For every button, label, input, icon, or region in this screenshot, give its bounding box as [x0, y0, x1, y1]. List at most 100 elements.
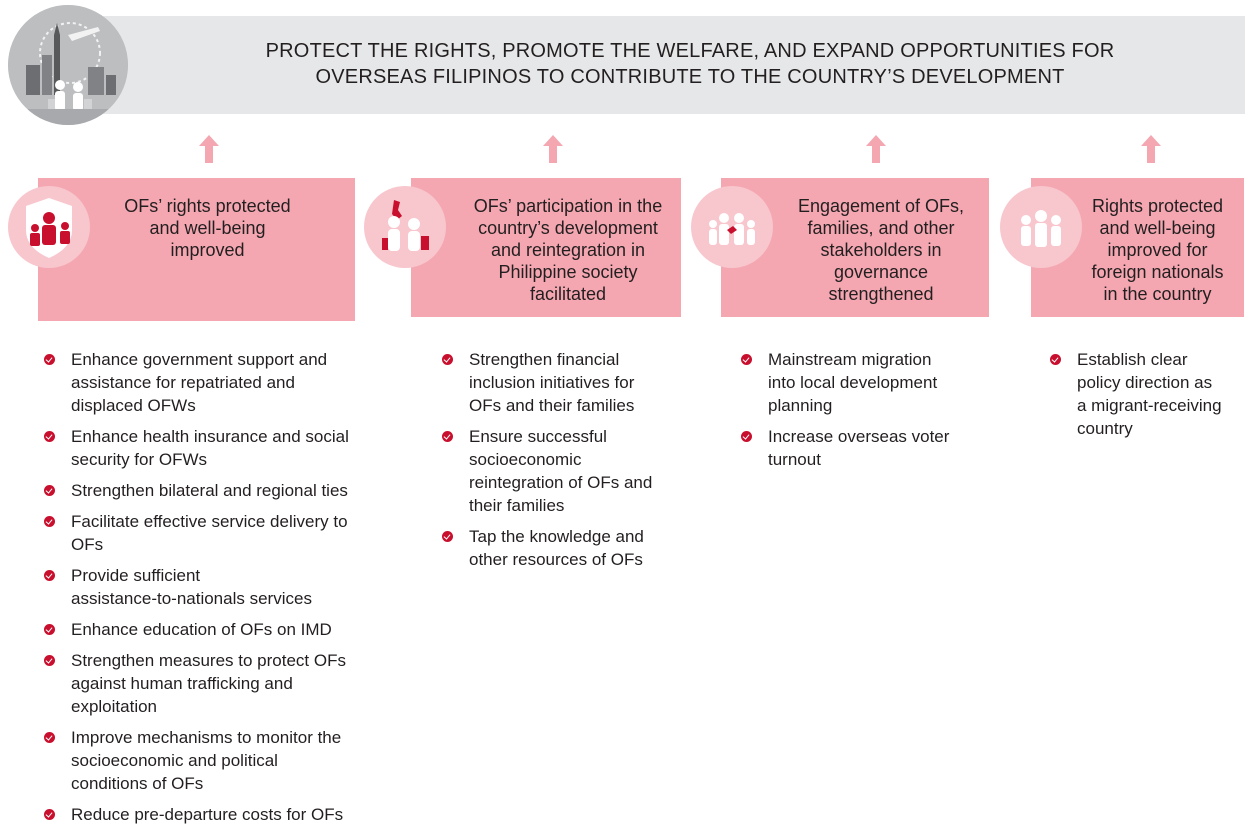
outcome-line: improved for [1107, 240, 1208, 260]
outcome-card-participation: OFs’ participation in the country’s deve… [411, 178, 681, 317]
strategy-list-foreign-nationals: Establish clear policy direction as a migr… [1050, 348, 1250, 448]
strategy-item: Strengthen measures to protect OFs agains… [44, 649, 394, 718]
strategy-item: Enhance government support and assistance… [44, 348, 394, 417]
strategy-line: into local development [768, 373, 938, 392]
outcome-card-text: OFs’ participation in the country’s deve… [474, 195, 662, 305]
outcome-line: strengthened [828, 284, 934, 304]
strategy-line: assistance for repatriated and [71, 373, 295, 392]
check-bullet-icon [44, 655, 55, 666]
up-arrow-icon [866, 135, 886, 163]
strategy-line: socioeconomic [469, 450, 582, 469]
strategy-line: Establish clear [1077, 350, 1188, 369]
strategy-line: security for OFWs [71, 450, 208, 469]
strategy-item: Strengthen financial inclusion initiative… [442, 348, 692, 417]
outcome-line: and well-being [1099, 218, 1216, 238]
header-title-line-1: PROTECT THE RIGHTS, PROMOTE THE WELFARE,… [265, 40, 1115, 62]
outcome-line: facilitated [529, 284, 607, 304]
strategy-item: Enhance education of OFs on IMD [44, 618, 394, 641]
outcome-line: Engagement of OFs, [797, 196, 965, 216]
strategy-line: planning [768, 396, 833, 415]
strategy-line: Strengthen financial [469, 350, 620, 369]
check-bullet-icon [44, 809, 55, 820]
strategy-line: a migrant-receiving [1077, 396, 1222, 415]
strategy-line: OFs [71, 535, 104, 554]
outcome-line: families, and other [807, 218, 955, 238]
strategy-list-rights-protected: Enhance government support and assistance… [44, 348, 394, 834]
strategy-line: Provide sufficient [71, 566, 201, 585]
strategy-item: Enhance health insurance and social secur… [44, 425, 394, 471]
shield-family-icon [8, 186, 90, 268]
strategy-line: other resources of OFs [469, 550, 643, 569]
header-band [55, 16, 1245, 114]
outcome-line: country’s development [478, 218, 658, 238]
strategy-item: Mainstream migration into local developme… [741, 348, 991, 417]
strategy-line: displaced OFWs [71, 396, 196, 415]
check-bullet-icon [44, 570, 55, 581]
group-handshake-icon [691, 186, 773, 268]
outcome-line: stakeholders in [820, 240, 942, 260]
strategy-line: reintegration of OFs and [469, 473, 653, 492]
strategy-line: against human trafficking and [71, 674, 293, 693]
check-bullet-icon [44, 354, 55, 365]
up-arrow-icon [1141, 135, 1161, 163]
outcome-card-text: Rights protected and well-being improved… [1091, 195, 1223, 305]
outcome-line: OFs’ participation in the [473, 196, 663, 216]
strategy-line: OFs and their families [469, 396, 635, 415]
globe-travelers-icon [8, 5, 128, 125]
header-title-line-2: OVERSEAS FILIPINOS TO CONTRIBUTE TO THE … [315, 66, 1065, 88]
strategy-line: Enhance education of OFs on IMD [71, 620, 332, 639]
strategy-item: Establish clear policy direction as a migr… [1050, 348, 1250, 440]
check-bullet-icon [442, 431, 453, 442]
outcome-line: and well-being [149, 218, 266, 238]
strategy-item: Strengthen bilateral and regional ties [44, 479, 394, 502]
strategy-line: Enhance health insurance and social [71, 427, 349, 446]
strategy-line: Improve mechanisms to monitor the [71, 728, 342, 747]
strategy-item: Increase overseas voter turnout [741, 425, 991, 471]
check-bullet-icon [442, 531, 453, 542]
check-bullet-icon [442, 354, 453, 365]
strategy-line: assistance-to-nationals services [71, 589, 312, 608]
up-arrow-icon [543, 135, 563, 163]
strategy-list-engagement: Mainstream migration into local developme… [741, 348, 991, 479]
check-bullet-icon [44, 516, 55, 527]
strategy-line: socioeconomic and political [71, 751, 278, 770]
strategy-line: policy direction as [1077, 373, 1213, 392]
check-bullet-icon [741, 354, 752, 365]
strategy-line: Strengthen measures to protect OFs [71, 651, 346, 670]
outcome-line: foreign nationals [1091, 262, 1224, 282]
strategy-line: Tap the knowledge and [469, 527, 644, 546]
strategy-item: Reduce pre-departure costs for OFs [44, 803, 394, 826]
outcome-line: OFs’ rights protected [124, 196, 291, 216]
strategy-line: Mainstream migration [768, 350, 932, 369]
up-arrow-icon [199, 135, 219, 163]
check-bullet-icon [44, 732, 55, 743]
check-bullet-icon [44, 624, 55, 635]
strategy-line: conditions of OFs [71, 774, 204, 793]
header-title: PROTECT THE RIGHTS, PROMOTE THE WELFARE,… [140, 38, 1240, 90]
outcome-line: governance [833, 262, 929, 282]
strategy-line: turnout [768, 450, 821, 469]
outcome-line: Rights protected [1091, 196, 1224, 216]
strategy-line: Enhance government support and [71, 350, 328, 369]
outcome-line: improved [170, 240, 245, 260]
check-bullet-icon [1050, 354, 1061, 365]
strategy-item: Improve mechanisms to monitor the socioec… [44, 726, 394, 795]
strategy-line: exploitation [71, 697, 158, 716]
foreign-nationals-icon [1000, 186, 1082, 268]
strategy-item: Facilitate effective service delivery to… [44, 510, 394, 556]
strategy-line: Increase overseas voter [768, 427, 950, 446]
strategy-line: Facilitate effective service delivery to [71, 512, 348, 531]
strategy-item: Tap the knowledge and other resources of … [442, 525, 692, 571]
strategy-line: Strengthen bilateral and regional ties [71, 481, 348, 500]
strategy-line: Reduce pre-departure costs for OFs [71, 805, 344, 824]
outcome-card-text: Engagement of OFs, families, and other s… [798, 195, 964, 305]
check-bullet-icon [741, 431, 752, 442]
strategy-item: Provide sufficient assistance-to-national… [44, 564, 394, 610]
outcome-line: in the country [1103, 284, 1212, 304]
outcome-line: Philippine society [498, 262, 638, 282]
strategy-line: inclusion initiatives for [469, 373, 635, 392]
outcome-card-rights-protected: OFs’ rights protected and well-being imp… [38, 178, 355, 321]
philippines-travelers-icon [364, 186, 446, 268]
outcome-line: and reintegration in [490, 240, 646, 260]
